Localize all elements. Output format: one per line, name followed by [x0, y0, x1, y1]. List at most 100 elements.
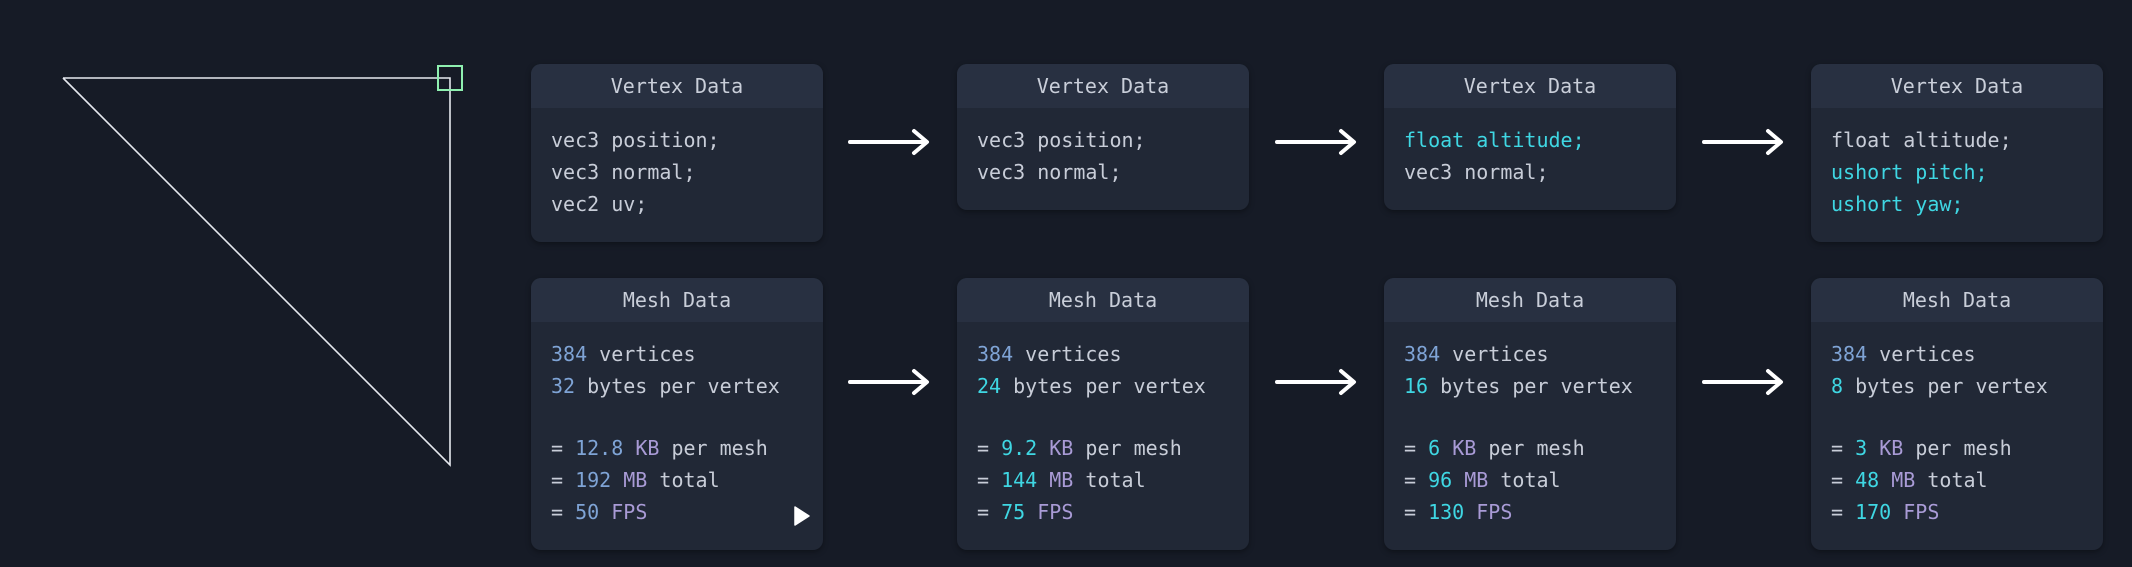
fps-unit: FPS — [1476, 500, 1513, 524]
vertices-value: 384 — [1831, 342, 1868, 366]
mesh-size-unit: KB — [1452, 436, 1477, 460]
equals-prefix: = — [1404, 500, 1429, 524]
equals-prefix: = — [977, 500, 1002, 524]
right-arrow-icon — [1702, 369, 1783, 395]
vertices-label: vertices — [1013, 342, 1122, 366]
vertices-value: 384 — [551, 342, 588, 366]
vertex-card-header: Vertex Data — [531, 64, 823, 108]
right-arrow-icon — [848, 369, 929, 395]
mesh-size-value: 12.8 — [575, 436, 624, 460]
mesh-card-2: Mesh Data 384 vertices 24 bytes per vert… — [957, 278, 1249, 550]
mesh-card-4: Mesh Data 384 vertices 8 bytes per verte… — [1811, 278, 2103, 550]
fps-value: 170 — [1855, 500, 1892, 524]
equals-prefix: = — [551, 436, 576, 460]
fps-line: = 170 FPS — [1831, 496, 2083, 528]
total-value: 48 — [1855, 468, 1880, 492]
total-line: = 144 MB total — [977, 464, 1229, 496]
fps-line: = 75 FPS — [977, 496, 1229, 528]
mesh-card-header: Mesh Data — [1811, 278, 2103, 322]
total-label: total — [1915, 468, 1988, 492]
fps-value: 75 — [1001, 500, 1026, 524]
vertex-line: vec3 normal; — [551, 160, 696, 184]
vertices-line: 384 vertices — [1831, 338, 2083, 370]
equals-prefix: = — [1404, 436, 1429, 460]
vertex-line: vec3 position; — [977, 128, 1146, 152]
total-value: 192 — [575, 468, 612, 492]
vertex-card-header: Vertex Data — [1384, 64, 1676, 108]
vertex-line: float altitude; — [1831, 128, 2012, 152]
total-unit: MB — [1891, 468, 1916, 492]
mesh-size-label: per mesh — [1903, 436, 2012, 460]
mesh-card-3: Mesh Data 384 vertices 16 bytes per vert… — [1384, 278, 1676, 550]
bytes-label: bytes per vertex — [1428, 374, 1633, 398]
mesh-size-value: 9.2 — [1001, 436, 1038, 460]
bytes-label: bytes per vertex — [1001, 374, 1206, 398]
vertex-line: vec3 normal; — [977, 160, 1122, 184]
equals-prefix: = — [1404, 468, 1429, 492]
vertices-label: vertices — [1867, 342, 1976, 366]
equals-prefix: = — [551, 500, 576, 524]
mesh-size-label: per mesh — [659, 436, 768, 460]
equals-prefix: = — [977, 468, 1002, 492]
total-label: total — [1488, 468, 1561, 492]
total-line: = 48 MB total — [1831, 464, 2083, 496]
right-arrow-icon — [1275, 369, 1356, 395]
right-arrow-icon — [1275, 129, 1356, 155]
bytes-value: 32 — [551, 374, 576, 398]
vertices-label: vertices — [587, 342, 696, 366]
total-label: total — [1073, 468, 1146, 492]
triangle-svg — [62, 65, 463, 467]
mesh-card-header: Mesh Data — [957, 278, 1249, 322]
vertex-card-header: Vertex Data — [1811, 64, 2103, 108]
bytes-line: 8 bytes per vertex — [1831, 370, 2083, 402]
fps-value: 50 — [575, 500, 600, 524]
vertex-line-highlighted: float altitude; — [1404, 128, 1585, 152]
total-value: 96 — [1428, 468, 1453, 492]
right-arrow-icon — [848, 129, 929, 155]
total-line: = 192 MB total — [551, 464, 803, 496]
right-arrow-icon — [1702, 129, 1783, 155]
mesh-size-unit: KB — [1049, 436, 1074, 460]
vertex-line: vec3 normal; — [1404, 160, 1549, 184]
total-value: 144 — [1001, 468, 1038, 492]
mesh-size-line: = 3 KB per mesh — [1831, 432, 2083, 464]
vertex-line-highlighted: ushort yaw; — [1831, 192, 1964, 216]
vertex-card-header: Vertex Data — [957, 64, 1249, 108]
vertices-line: 384 vertices — [1404, 338, 1656, 370]
mesh-size-unit: KB — [1879, 436, 1904, 460]
total-label: total — [647, 468, 720, 492]
bytes-label: bytes per vertex — [1843, 374, 2048, 398]
bytes-line: 24 bytes per vertex — [977, 370, 1229, 402]
vertices-value: 384 — [1404, 342, 1441, 366]
equals-prefix: = — [1831, 468, 1856, 492]
mesh-card-1: Mesh Data 384 vertices 32 bytes per vert… — [531, 278, 823, 550]
equals-prefix: = — [1831, 436, 1856, 460]
vertex-card-3: Vertex Data float altitude; vec3 normal; — [1384, 64, 1676, 210]
mesh-size-line: = 6 KB per mesh — [1404, 432, 1656, 464]
mesh-card-header: Mesh Data — [531, 278, 823, 322]
fps-line: = 130 FPS — [1404, 496, 1656, 528]
vertices-label: vertices — [1440, 342, 1549, 366]
selection-handle-icon[interactable] — [437, 65, 463, 91]
fps-value: 130 — [1428, 500, 1465, 524]
mesh-size-line: = 9.2 KB per mesh — [977, 432, 1229, 464]
mesh-size-unit: KB — [635, 436, 660, 460]
total-unit: MB — [1464, 468, 1489, 492]
triangle-figure — [55, 60, 475, 480]
bytes-value: 8 — [1831, 374, 1844, 398]
mesh-size-value: 3 — [1855, 436, 1868, 460]
total-unit: MB — [1049, 468, 1074, 492]
vertices-line: 384 vertices — [551, 338, 803, 370]
vertices-value: 384 — [977, 342, 1014, 366]
fps-unit: FPS — [611, 500, 648, 524]
mesh-size-label: per mesh — [1073, 436, 1182, 460]
equals-prefix: = — [977, 436, 1002, 460]
total-line: = 96 MB total — [1404, 464, 1656, 496]
equals-prefix: = — [551, 468, 576, 492]
vertex-card-4: Vertex Data float altitude; ushort pitch… — [1811, 64, 2103, 242]
fps-line: = 50 FPS — [551, 496, 803, 528]
vertex-line-highlighted: ushort pitch; — [1831, 160, 1988, 184]
mouse-pointer-icon — [794, 506, 810, 526]
vertex-line: vec3 position; — [551, 128, 720, 152]
fps-unit: FPS — [1903, 500, 1940, 524]
